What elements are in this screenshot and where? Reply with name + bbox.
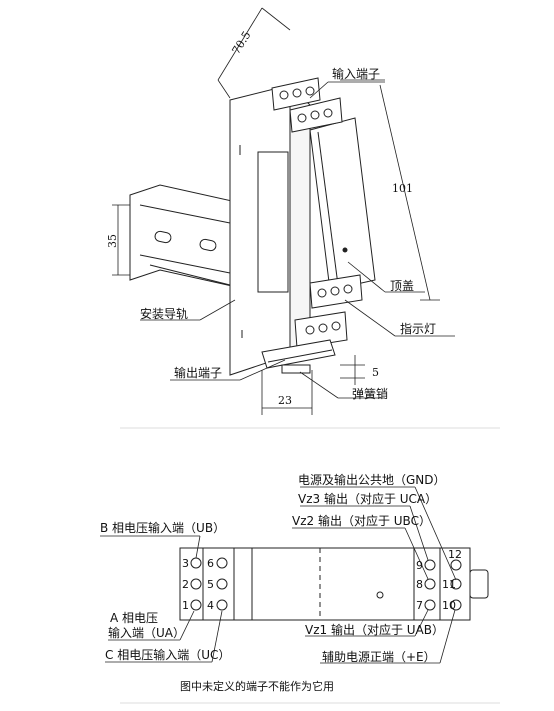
dim-rail-label: 35: [106, 234, 119, 248]
dim-depth-label: 23: [278, 394, 292, 407]
pin-8: 8: [416, 578, 423, 591]
leader-lines: [140, 81, 455, 399]
pin-7: 7: [416, 599, 423, 612]
spring-pin-shape: [281, 364, 311, 374]
b-phase-label: B 相电压输入端（UB）: [100, 520, 225, 535]
spring-pin-label: 弹簧销: [352, 386, 388, 401]
gnd-label: 电源及输出公共地（GND）: [298, 472, 446, 487]
wiring-diagram: [100, 486, 489, 664]
pin-1: 1: [182, 599, 189, 612]
dim-height-label: 101: [392, 182, 413, 195]
aux-power-label: 辅助电源正端（+E）: [322, 650, 436, 664]
vz3-label: Vz3 输出（对应于 UCA）: [298, 491, 437, 506]
module-3d-drawing: [112, 7, 455, 415]
rail-label: 安装导轨: [140, 306, 188, 321]
pin-11: 11: [442, 578, 456, 591]
vz1-label: Vz1 输出（对应于 UAB）: [305, 622, 444, 637]
pin-4: 4: [207, 599, 214, 612]
a-phase-label-1: A 相电压: [110, 611, 158, 625]
pin-10: 10: [442, 599, 456, 612]
module-front: [179, 547, 471, 621]
dim-width-label: 70.5: [230, 29, 254, 57]
pin-6: 6: [207, 557, 214, 570]
top-cover-label: 顶盖: [390, 279, 414, 293]
input-terminal-label: 输入端子: [332, 66, 380, 81]
indicator-label: 指示灯: [400, 321, 436, 336]
input-terminal-block: [271, 77, 343, 133]
pin-12: 12: [448, 548, 462, 561]
pin-5: 5: [207, 578, 214, 591]
a-phase-label-2: 输入端（UA）: [108, 625, 185, 640]
pin-9: 9: [416, 559, 423, 572]
caption: 图中未定义的端子不能作为它用: [180, 679, 334, 693]
dim-spring-label: 5: [372, 366, 379, 379]
pin-2: 2: [182, 578, 189, 591]
output-terminal-block: [261, 274, 363, 369]
vz2-label: Vz2 输出（对应于 UBC）: [292, 513, 431, 528]
pin-3: 3: [182, 557, 189, 570]
output-terminal-label: 输出端子: [174, 365, 222, 380]
c-phase-label: C 相电压输入端（UC）: [105, 647, 230, 662]
dimension-lines: [112, 7, 440, 415]
